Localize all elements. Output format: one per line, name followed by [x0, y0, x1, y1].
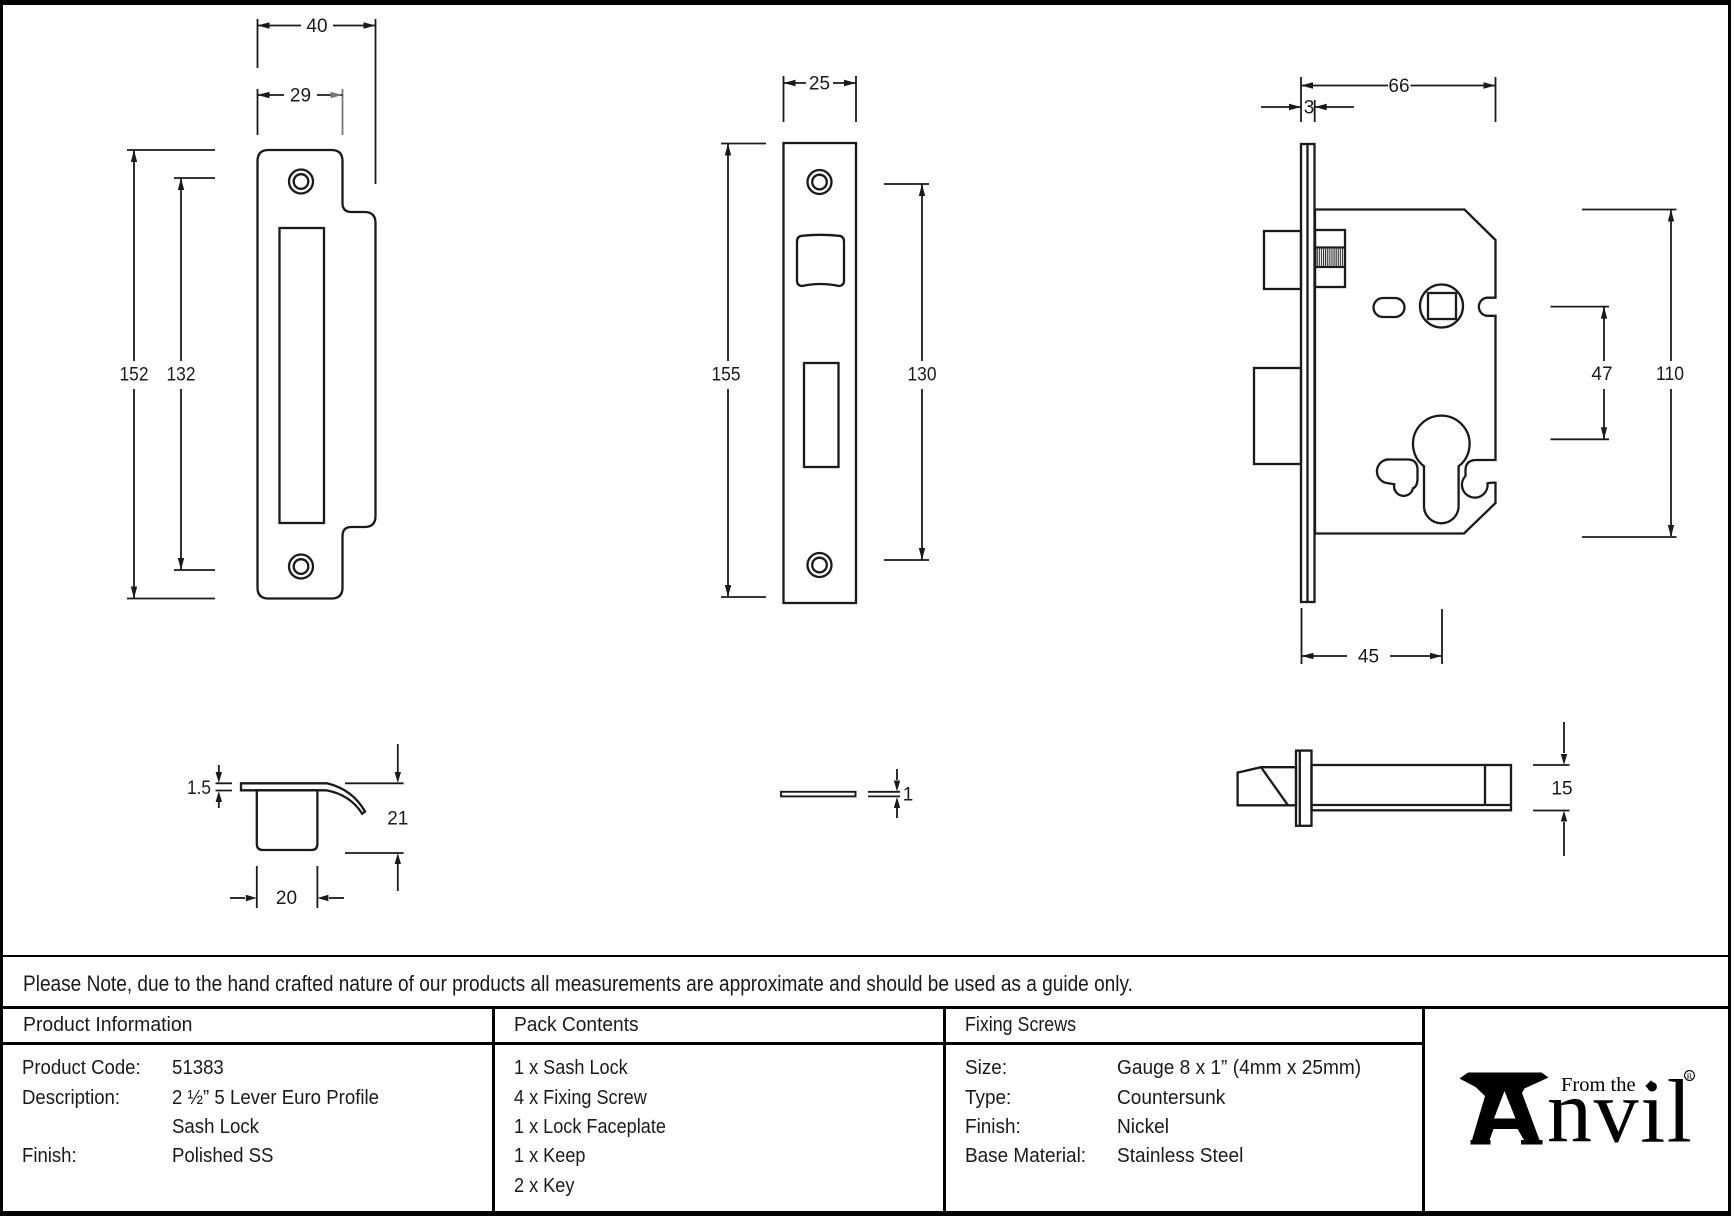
svg-text:132: 132 [167, 365, 196, 386]
svg-text:155: 155 [712, 365, 741, 386]
svg-text:29: 29 [290, 86, 311, 107]
svg-text:From the: From the [1561, 1074, 1636, 1096]
svg-text:1.5: 1.5 [187, 778, 211, 799]
svg-text:20: 20 [276, 888, 297, 909]
svg-text:R: R [1687, 1071, 1693, 1081]
svg-text:130: 130 [908, 365, 937, 386]
svg-text:152: 152 [120, 365, 149, 386]
svg-text:40: 40 [306, 16, 327, 37]
svg-text:25: 25 [809, 74, 830, 95]
svg-text:21: 21 [387, 809, 408, 830]
svg-text:nvil: nvil [1547, 1063, 1693, 1162]
svg-text:66: 66 [1388, 76, 1409, 97]
svg-text:1: 1 [903, 785, 914, 806]
svg-text:110: 110 [1656, 364, 1684, 385]
svg-text:45: 45 [1358, 647, 1379, 668]
svg-text:47: 47 [1591, 364, 1612, 385]
svg-text:3: 3 [1304, 98, 1315, 119]
svg-text:15: 15 [1551, 779, 1572, 800]
